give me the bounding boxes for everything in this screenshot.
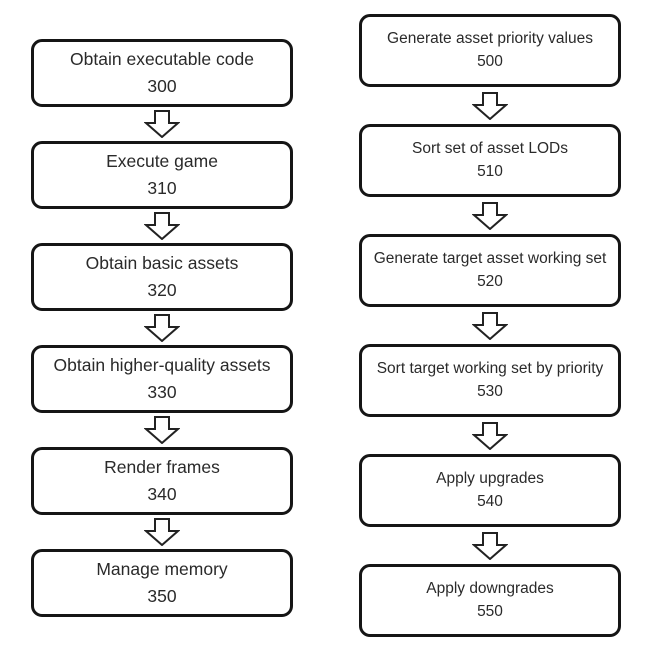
flow-step-sort-target-working-set-by-priority: Sort target working set by priority 530 <box>359 344 621 417</box>
step-label: Sort target working set by priority <box>376 359 604 377</box>
step-number: 550 <box>477 603 503 621</box>
step-number: 320 <box>147 279 177 300</box>
step-label: Generate target asset working set <box>373 249 607 267</box>
step-number: 340 <box>147 483 177 504</box>
step-label: Apply downgrades <box>426 579 554 597</box>
down-arrow-icon <box>144 311 180 345</box>
down-arrow-icon <box>144 413 180 447</box>
down-arrow-icon <box>144 515 180 549</box>
down-arrow-icon <box>472 197 508 234</box>
step-label: Manage memory <box>96 558 228 579</box>
step-number: 310 <box>147 177 177 198</box>
step-label: Obtain basic assets <box>85 252 239 273</box>
step-label: Obtain executable code <box>70 48 254 69</box>
step-label: Sort set of asset LODs <box>412 139 568 157</box>
step-label: Apply upgrades <box>436 469 544 487</box>
flow-step-obtain-executable-code: Obtain executable code 300 <box>31 39 293 107</box>
step-label: Generate asset priority values <box>387 29 593 47</box>
step-number: 350 <box>147 585 177 606</box>
step-number: 540 <box>477 493 503 511</box>
step-number: 500 <box>477 53 503 71</box>
flow-step-execute-game: Execute game 310 <box>31 141 293 209</box>
flow-column-right: Generate asset priority values 500 Sort … <box>359 0 621 664</box>
flow-step-apply-upgrades: Apply upgrades 540 <box>359 454 621 527</box>
down-arrow-icon <box>472 527 508 564</box>
flow-column-left: Obtain executable code 300 Execute game … <box>31 0 293 664</box>
step-number: 530 <box>477 383 503 401</box>
down-arrow-icon <box>144 209 180 243</box>
step-label: Render frames <box>104 456 220 477</box>
flow-step-render-frames: Render frames 340 <box>31 447 293 515</box>
step-label: Obtain higher-quality assets <box>53 354 271 375</box>
down-arrow-icon <box>144 107 180 141</box>
step-number: 330 <box>147 381 177 402</box>
down-arrow-icon <box>472 307 508 344</box>
flow-step-obtain-higher-quality-assets: Obtain higher-quality assets 330 <box>31 345 293 413</box>
step-label: Execute game <box>106 150 218 171</box>
flow-step-sort-set-of-asset-lods: Sort set of asset LODs 510 <box>359 124 621 197</box>
flow-step-generate-target-asset-working-set: Generate target asset working set 520 <box>359 234 621 307</box>
flow-step-apply-downgrades: Apply downgrades 550 <box>359 564 621 637</box>
step-number: 510 <box>477 163 503 181</box>
flow-step-generate-asset-priority-values: Generate asset priority values 500 <box>359 14 621 87</box>
down-arrow-icon <box>472 87 508 124</box>
step-number: 520 <box>477 273 503 291</box>
down-arrow-icon <box>472 417 508 454</box>
flow-step-obtain-basic-assets: Obtain basic assets 320 <box>31 243 293 311</box>
step-number: 300 <box>147 75 177 96</box>
flow-step-manage-memory: Manage memory 350 <box>31 549 293 617</box>
